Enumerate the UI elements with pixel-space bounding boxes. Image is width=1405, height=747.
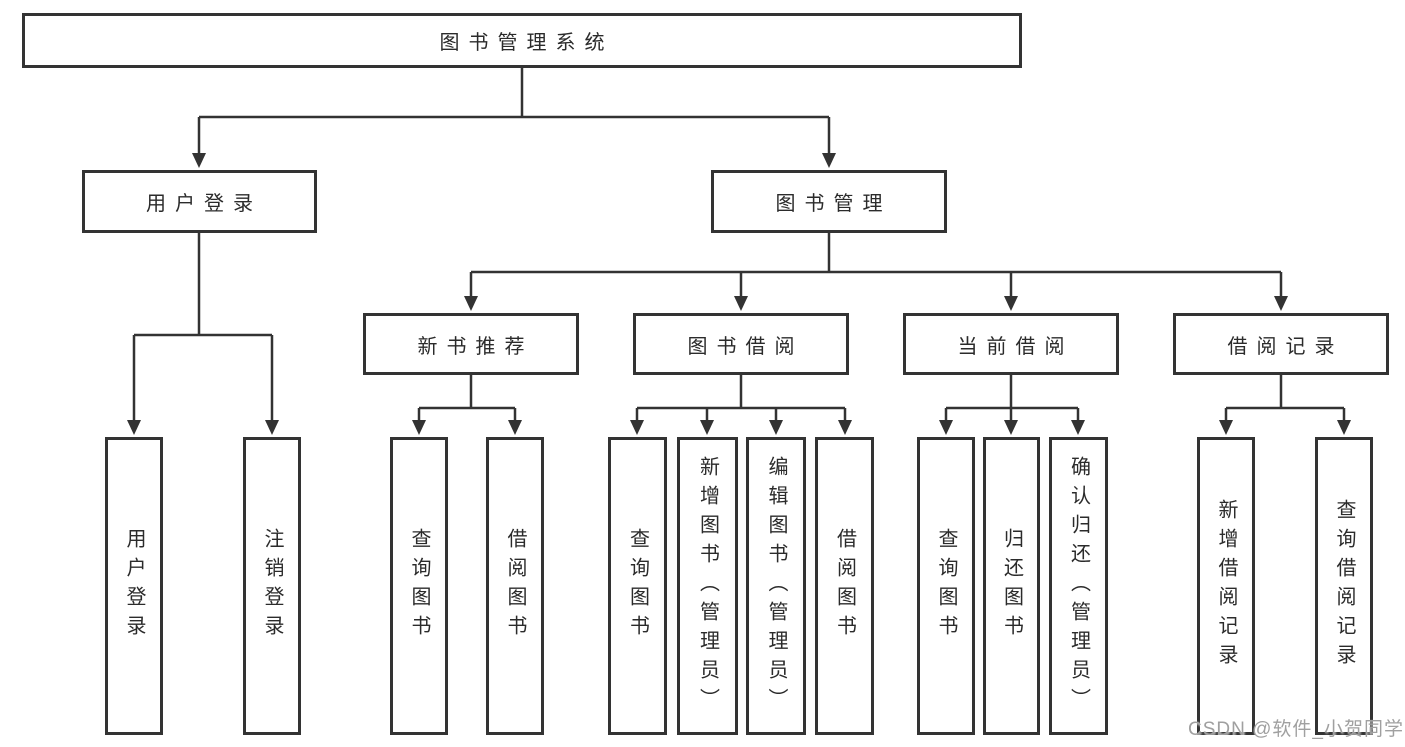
leaf-records-add-record-label: 新增借阅记录 xyxy=(1215,499,1237,673)
csdn-watermark: CSDN @软件_小贺同学 xyxy=(1188,719,1404,740)
node-book-borrowing-label: 图书借阅 xyxy=(687,335,804,358)
leaf-borrow-borrow-books: 借阅图书 xyxy=(815,437,874,735)
leaf-current-return-books: 归还图书 xyxy=(983,437,1040,735)
leaf-current-return-books-label: 归还图书 xyxy=(1000,528,1023,644)
leaf-borrow-add-books-admin: 新增图书（管理员） xyxy=(677,437,738,735)
leaf-current-confirm-return-admin: 确认归还（管理员） xyxy=(1049,437,1108,735)
leaf-borrow-borrow-books-label: 借阅图书 xyxy=(833,528,856,644)
leaf-borrow-edit-books-admin: 编辑图书（管理员） xyxy=(746,437,806,735)
leaf-current-query-books-label: 查询图书 xyxy=(935,528,957,644)
node-new-book-recommend: 新书推荐 xyxy=(363,313,579,375)
leaf-records-add-record: 新增借阅记录 xyxy=(1197,437,1255,735)
leaf-newbook-borrow-books: 借阅图书 xyxy=(486,437,544,735)
leaf-logout-label: 注销登录 xyxy=(261,528,283,644)
leaf-newbook-borrow-books-label: 借阅图书 xyxy=(504,528,526,644)
leaf-newbook-query-books-label: 查询图书 xyxy=(408,528,430,644)
node-book-management: 图书管理 xyxy=(711,170,947,233)
arrowheads xyxy=(127,153,1351,435)
node-library-system: 图书管理系统 xyxy=(22,13,1022,68)
node-book-borrowing: 图书借阅 xyxy=(633,313,849,375)
node-borrowing-records: 借阅记录 xyxy=(1173,313,1389,375)
node-book-management-label: 图书管理 xyxy=(775,193,892,215)
leaf-borrow-query-books-label: 查询图书 xyxy=(626,528,649,644)
leaf-records-query-record: 查询借阅记录 xyxy=(1315,437,1373,735)
node-user-login: 用户登录 xyxy=(82,170,317,233)
node-borrowing-records-label: 借阅记录 xyxy=(1227,335,1344,358)
node-user-login-label: 用户登录 xyxy=(146,193,262,215)
leaf-current-query-books: 查询图书 xyxy=(917,437,975,735)
leaf-borrow-query-books: 查询图书 xyxy=(608,437,667,735)
leaf-logout: 注销登录 xyxy=(243,437,301,735)
leaf-newbook-query-books: 查询图书 xyxy=(390,437,448,735)
leaf-user-login-label: 用户登录 xyxy=(123,528,145,644)
leaf-records-query-record-label: 查询借阅记录 xyxy=(1333,499,1355,673)
node-library-system-label: 图书管理系统 xyxy=(439,32,614,54)
leaf-current-confirm-return-admin-label: 确认归还（管理员） xyxy=(1067,455,1090,717)
node-current-borrowing: 当前借阅 xyxy=(903,313,1119,375)
node-current-borrowing-label: 当前借阅 xyxy=(957,335,1074,358)
connector-segments xyxy=(132,68,1346,421)
leaf-user-login: 用户登录 xyxy=(105,437,163,735)
leaf-borrow-edit-books-admin-label: 编辑图书（管理员） xyxy=(765,455,787,717)
node-new-book-recommend-label: 新书推荐 xyxy=(417,335,534,358)
leaf-borrow-add-books-admin-label: 新增图书（管理员） xyxy=(696,455,719,717)
